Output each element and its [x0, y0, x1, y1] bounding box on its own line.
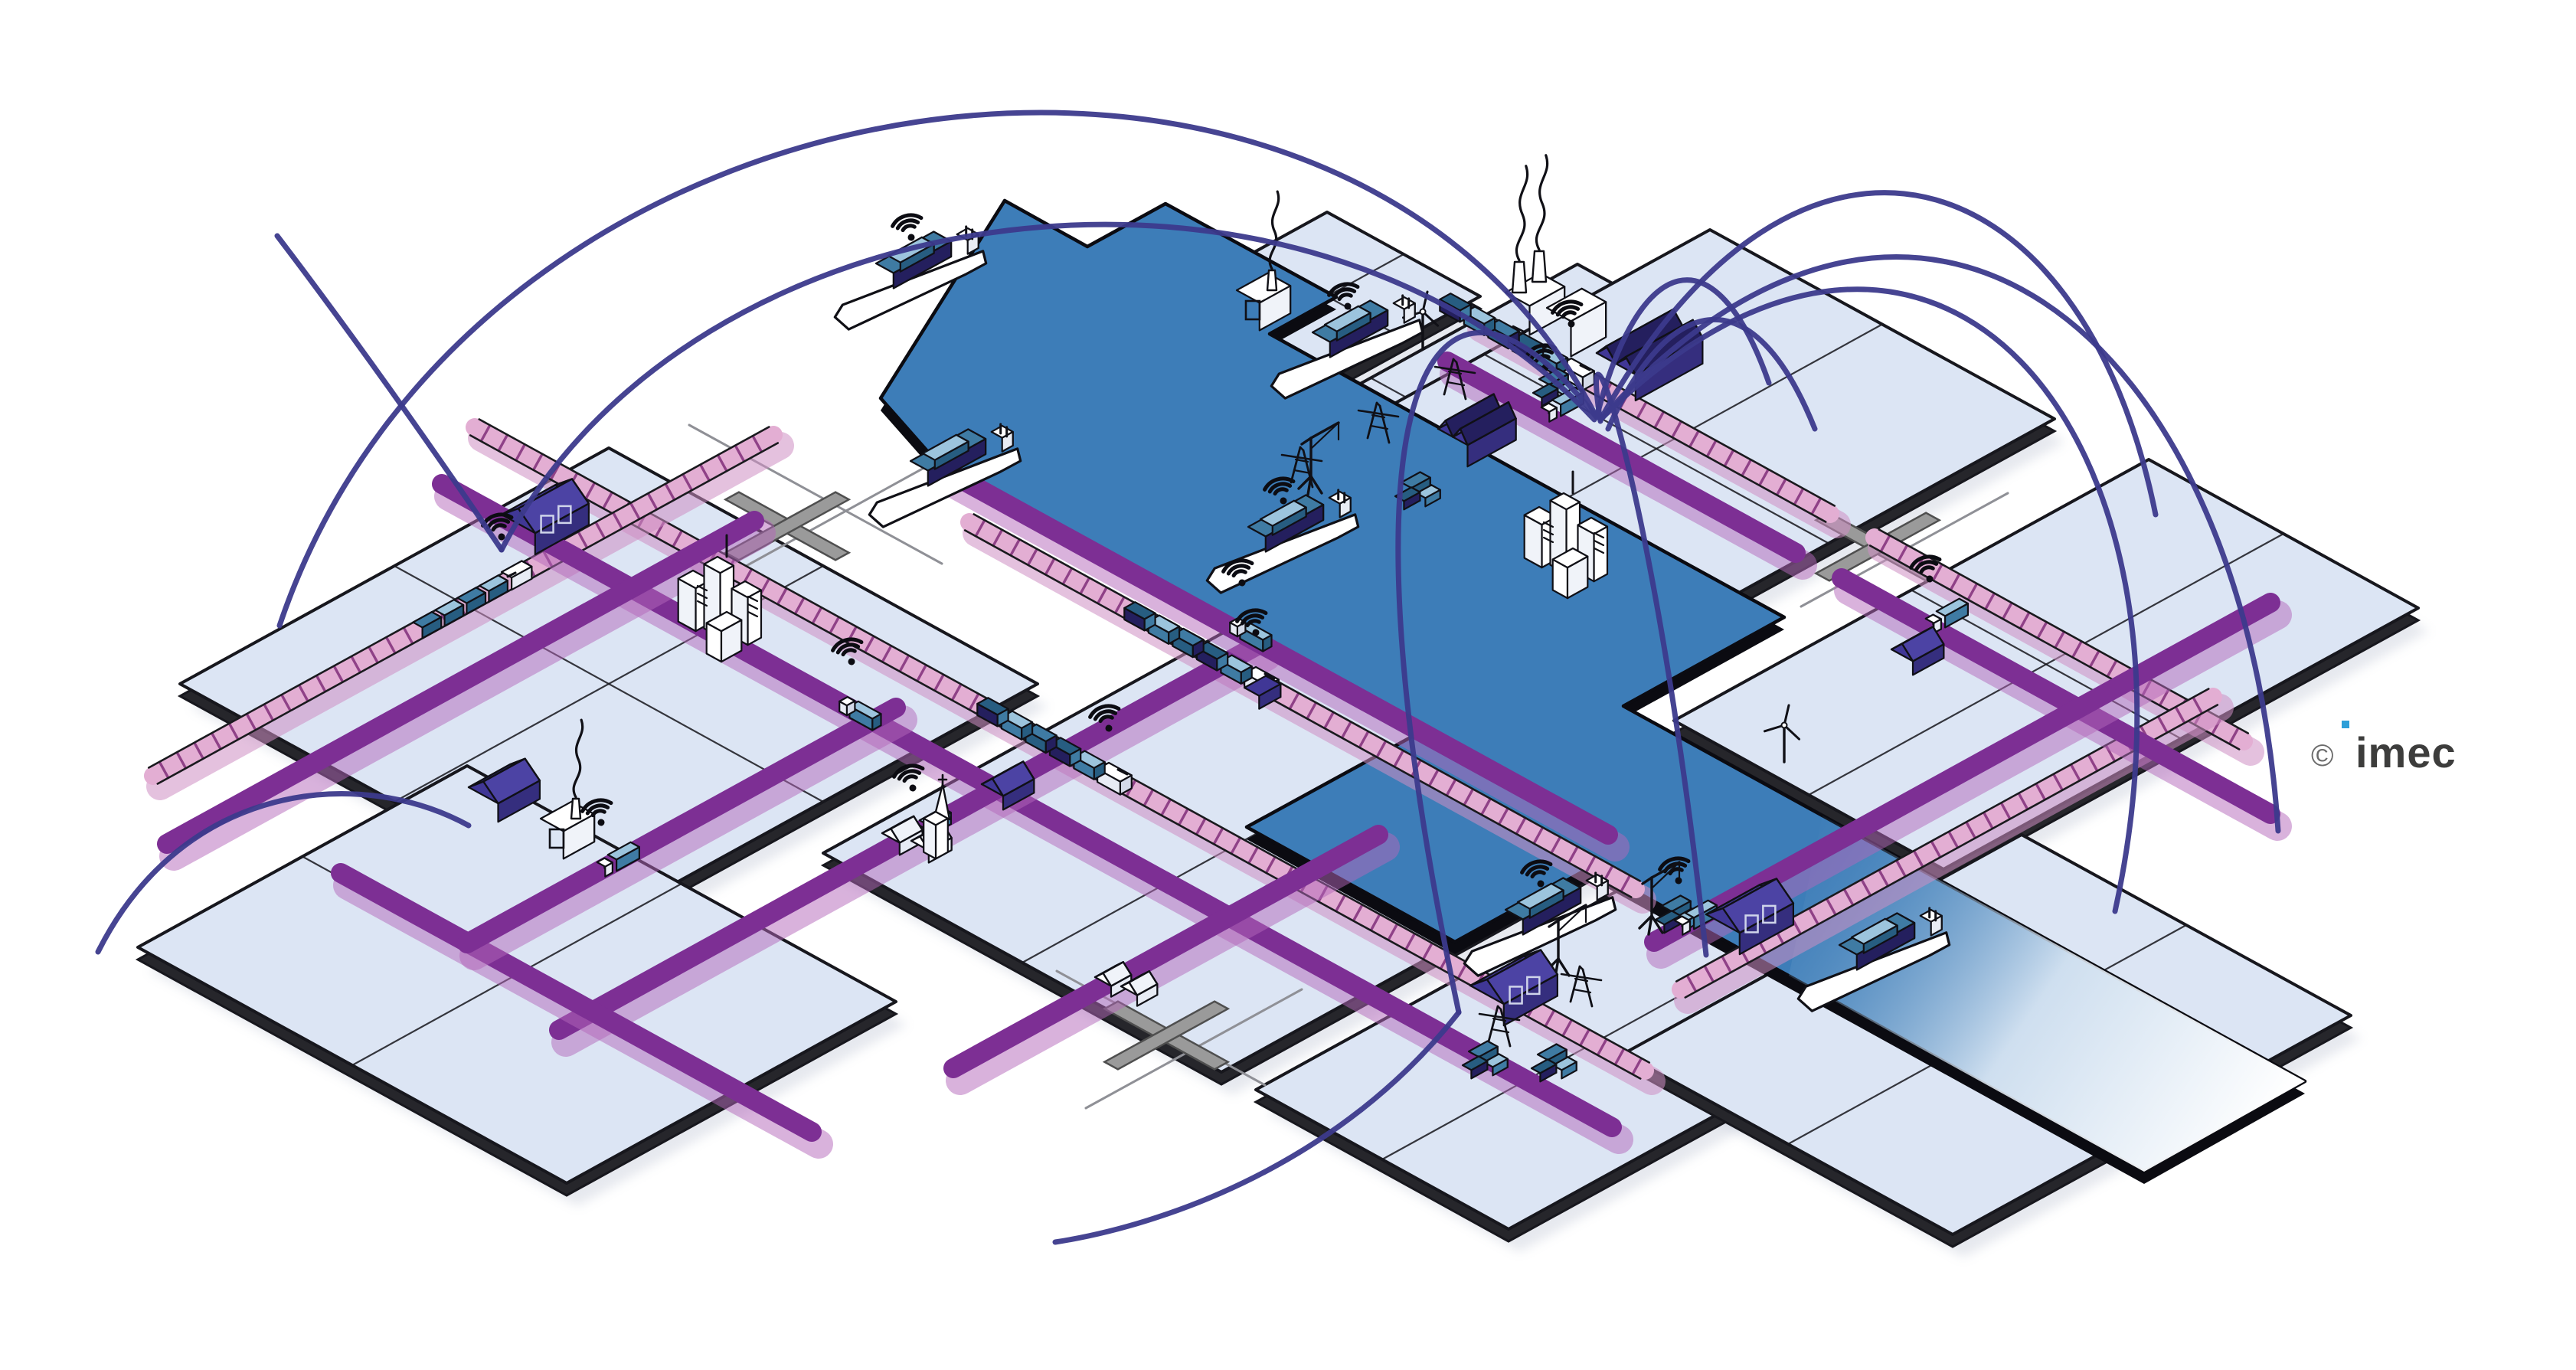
city-skyline-2-icon — [1523, 470, 1609, 600]
link-northwest-tail — [274, 233, 505, 553]
smart-warehouse-3-icon — [1705, 878, 1795, 956]
river-barge-1-icon — [1796, 907, 1951, 1012]
wifi-icon — [1221, 558, 1254, 587]
container-ship-3-icon — [868, 423, 1022, 528]
container-ship-5-icon — [1463, 859, 1617, 977]
road-southwest-cross — [457, 698, 917, 970]
city-skyline-1-icon — [677, 534, 763, 663]
shed-1-icon — [1243, 675, 1282, 710]
power-pylon-2-icon — [1357, 401, 1400, 444]
container-stack-3-icon — [1461, 1040, 1509, 1080]
wifi-icon — [1263, 476, 1296, 505]
road-village-south — [943, 825, 1400, 1095]
village-church-1-icon — [881, 773, 953, 864]
link-southport-to-port — [1395, 330, 1600, 1015]
link-southwest-tail — [95, 791, 472, 955]
truck-1-icon — [580, 798, 641, 878]
network-links — [95, 110, 2281, 1245]
truck-6-icon — [1909, 554, 1969, 634]
power-pylon-5-icon — [1560, 965, 1603, 1008]
power-plant-1-icon — [1504, 154, 1607, 361]
road-harbour — [932, 459, 1630, 862]
wifi-icon — [891, 213, 924, 241]
barn-2-icon — [980, 760, 1035, 811]
power-pylon-1-icon — [1433, 358, 1476, 401]
closed-crossing-3 — [1102, 1000, 1231, 1071]
harbour-crane-3-icon — [1638, 861, 1681, 936]
harbour-crane-1-icon — [1297, 421, 1340, 496]
link-port-to-east — [1597, 190, 2159, 518]
container-stack-4-icon — [1530, 1043, 1577, 1083]
seam-line-2 — [732, 456, 945, 574]
link-south-tail — [1052, 1009, 1462, 1245]
smart-warehouse-2-icon — [1469, 949, 1559, 1027]
container-stack-2-icon — [1394, 471, 1441, 511]
smart-warehouse-1-icon — [500, 478, 590, 556]
connected-home-1-icon — [467, 757, 541, 823]
passenger-train-1-icon — [412, 512, 533, 639]
wifi-icon — [1520, 859, 1553, 888]
wifi-icon — [1909, 554, 1942, 583]
freight-train-2-icon — [976, 697, 1133, 796]
wifi-icon — [580, 798, 613, 826]
imec-logo: © imec — [2311, 721, 2457, 777]
link-port-to-river-south — [1597, 286, 2140, 914]
wifi-icon — [1235, 608, 1268, 636]
container-ship-2-icon — [1270, 282, 1424, 400]
link-port-to-river-east — [1597, 254, 2281, 834]
scene-icons — [412, 154, 1969, 1083]
houses-1-icon — [1093, 961, 1159, 1007]
wind-turbine-2-icon — [1763, 704, 1801, 763]
power-pylon-4-icon — [1478, 1005, 1521, 1048]
river-fade — [1789, 816, 2305, 1172]
factory-2-icon — [1235, 190, 1292, 332]
wifi-icon — [831, 637, 864, 665]
wifi-icon — [1327, 282, 1360, 310]
imec-wordmark: imec — [2355, 728, 2457, 777]
wifi-icon — [1088, 704, 1121, 732]
barn-1-icon — [1890, 626, 1945, 676]
railway-harbour-bridge — [960, 513, 1656, 914]
link-river-warehouse-to-port — [1594, 371, 1709, 958]
link-port-local-2 — [1605, 316, 1818, 432]
road-southwest — [331, 863, 833, 1159]
link-warehouse-to-port — [499, 221, 1597, 553]
wifi-icon — [1551, 299, 1584, 328]
imec-logo-accent-square — [2342, 721, 2349, 728]
wifi-icon — [892, 763, 925, 792]
copyright-symbol: © — [2311, 739, 2333, 773]
link-west-to-port — [276, 110, 1600, 629]
truck-2-icon — [831, 637, 882, 731]
smart-factory-port-2-icon — [1437, 393, 1517, 468]
